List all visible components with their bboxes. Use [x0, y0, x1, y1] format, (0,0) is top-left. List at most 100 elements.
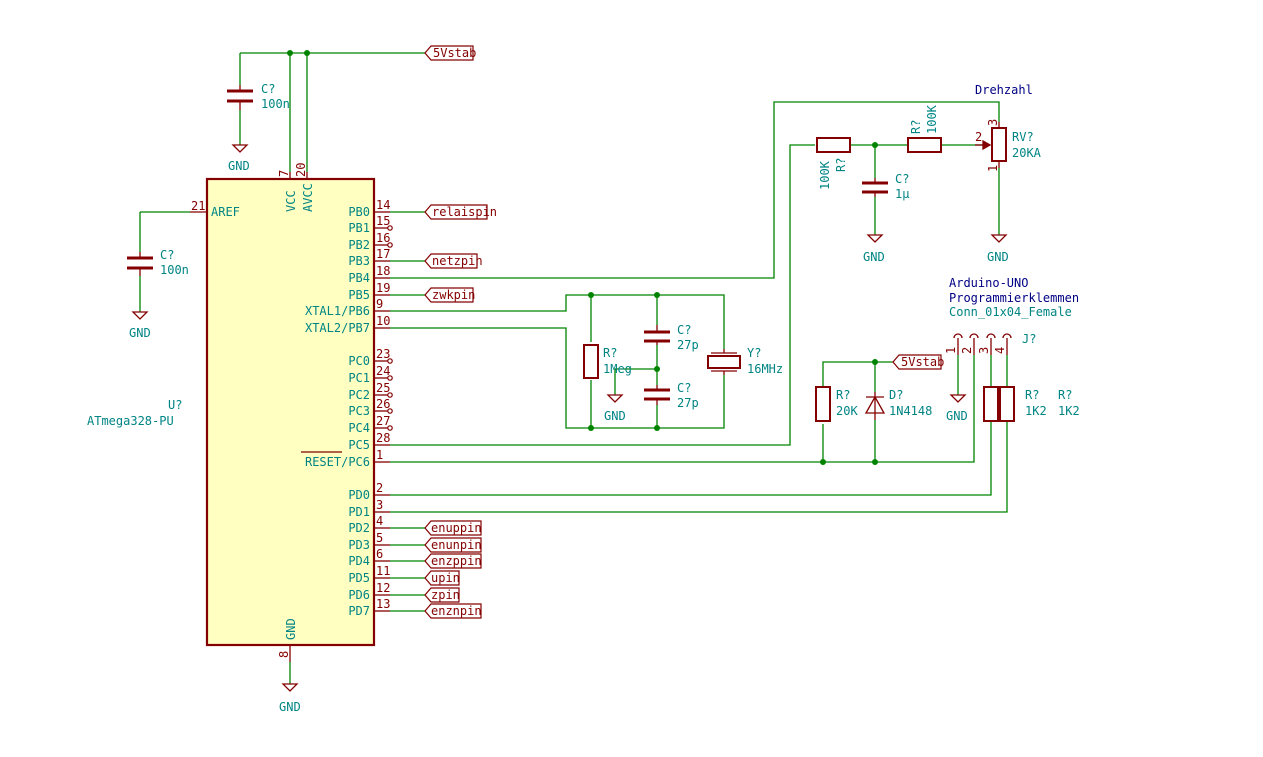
mcu-ref: U? [168, 398, 182, 412]
capacitor-aref: C? 100n [127, 248, 189, 312]
svg-text:enunpin: enunpin [431, 538, 482, 552]
svg-text:16MHz: 16MHz [747, 362, 783, 376]
resistor-pd0: R? 1K2 [983, 386, 1047, 422]
unconnected-pin-marker [387, 375, 393, 381]
svg-text:GND: GND [987, 250, 1009, 264]
capacitor-filter: C? 1µ [862, 172, 909, 201]
pin-name-pb1: PB1 [348, 221, 370, 235]
crystal-16mhz: Y? 16MHz [707, 346, 783, 376]
junction-dot [588, 292, 594, 298]
gnd-symbol: GND [863, 234, 885, 264]
mcu-atmega328: 7 20 VCC AVCC 21 AREF 8 GND 14PB015PB116… [87, 163, 393, 662]
svg-text:R?: R? [909, 120, 923, 134]
net-label-enuppin: enuppin [424, 520, 482, 536]
pin-name-pc1: PC1 [348, 371, 370, 385]
pin-name-pb4: PB4 [348, 271, 370, 285]
svg-text:netzpin: netzpin [432, 254, 483, 268]
pin-name-pd1: PD1 [348, 505, 370, 519]
junction-dot [304, 50, 310, 56]
svg-text:1: 1 [986, 165, 1000, 172]
junction-dot [588, 425, 594, 431]
pin-name-pd4: PD4 [348, 554, 370, 568]
pin-number-pb5: 19 [376, 281, 390, 295]
pin-name-aref: AREF [211, 205, 240, 219]
svg-text:20K: 20K [836, 404, 858, 418]
net-label-5vstab-top: 5Vstab [424, 45, 476, 61]
svg-text:C?: C? [677, 381, 691, 395]
svg-text:relaispin: relaispin [432, 205, 497, 219]
pin-number-pb4: 18 [376, 264, 390, 278]
svg-text:100n: 100n [160, 263, 189, 277]
unconnected-pin-marker [387, 358, 393, 364]
svg-text:100K: 100K [925, 104, 939, 134]
svg-text:C?: C? [895, 172, 909, 186]
note-drehzahl: Drehzahl [975, 83, 1033, 97]
pin-name-pd0: PD0 [348, 488, 370, 502]
pin-name-vcc: VCC [284, 190, 298, 212]
pin-number-pb1: 15 [376, 214, 390, 228]
svg-text:upin: upin [431, 571, 460, 585]
net-label-relaispin: relaispin [424, 204, 497, 220]
svg-text:1K2: 1K2 [1058, 404, 1080, 418]
svg-text:R?: R? [1025, 388, 1039, 402]
mcu-right-pins: 14PB015PB116PB217PB318PB419PB59XTAL1/PB6… [305, 198, 393, 618]
net-label-upin: upin [424, 570, 460, 586]
gnd-symbol: GND [129, 311, 151, 340]
net-label-5vstab-right: 5Vstab [892, 354, 944, 370]
pin-number-pd4: 6 [376, 547, 383, 561]
pin-number-pc1: 24 [376, 364, 390, 378]
pin-number-pc2: 25 [376, 381, 390, 395]
net-label-enunpin: enunpin [424, 537, 482, 553]
svg-text:2: 2 [960, 347, 974, 354]
pin-name-pd2: PD2 [348, 521, 370, 535]
pin-name-xtal1-pb6: XTAL1/PB6 [305, 304, 370, 318]
pin-name-avcc: AVCC [301, 183, 315, 212]
diode-1n4148: D? 1N4148 [864, 388, 932, 420]
svg-text:GND: GND [604, 409, 626, 423]
svg-text:C?: C? [261, 82, 275, 96]
gnd-symbol: GND [279, 683, 301, 714]
gnd-symbol: GND [228, 144, 250, 173]
pin-name-pc5: PC5 [348, 438, 370, 452]
pin-number-pc4: 27 [376, 414, 390, 428]
pin-number-aref: 21 [191, 199, 205, 213]
net-label-netzpin: netzpin [424, 253, 483, 269]
junction-dot [872, 142, 878, 148]
junctions [287, 50, 878, 465]
svg-text:100n: 100n [261, 97, 290, 111]
unconnected-pin-marker [387, 425, 393, 431]
gnd-symbol: GND [946, 394, 968, 423]
pin-number-pd7: 13 [376, 597, 390, 611]
svg-text:zwkpin: zwkpin [432, 288, 475, 302]
svg-text:1µ: 1µ [895, 187, 909, 201]
pin-name-pb5: PB5 [348, 288, 370, 302]
gnd-symbol: GND [987, 234, 1009, 264]
capacitor-xtal1: C? 27p [644, 323, 699, 352]
connector-j: 1 2 3 4 J? Conn_01x04_Female [944, 305, 1072, 355]
pin-number-reset-pc6: 1 [376, 448, 383, 462]
pin-name-pc2: PC2 [348, 388, 370, 402]
svg-text:enznpin: enznpin [431, 604, 482, 618]
gnd-symbol: GND [604, 369, 626, 423]
svg-text:1Meg: 1Meg [603, 362, 632, 376]
svg-text:20KA: 20KA [1012, 146, 1042, 160]
svg-text:1: 1 [944, 347, 958, 354]
svg-text:5Vstab: 5Vstab [433, 46, 476, 60]
pin-number-pb2: 16 [376, 231, 390, 245]
svg-text:3: 3 [977, 347, 991, 354]
svg-text:D?: D? [889, 388, 903, 402]
svg-text:Conn_01x04_Female: Conn_01x04_Female [949, 305, 1072, 319]
pin-number-pd6: 12 [376, 581, 390, 595]
svg-text:5Vstab: 5Vstab [901, 355, 944, 369]
resistor-reset: R? 20K [815, 386, 858, 422]
pin-name-pb3: PB3 [348, 254, 370, 268]
svg-text:J?: J? [1022, 332, 1036, 346]
mcu-value: ATmega328-PU [87, 414, 174, 428]
svg-text:GND: GND [228, 159, 250, 173]
net-label-zwkpin: zwkpin [424, 287, 475, 303]
pin-name-pd5: PD5 [348, 571, 370, 585]
capacitor-xtal2: C? 27p [644, 381, 699, 410]
potentiometer-rv: 2 3 1 RV? 20KA [975, 119, 1042, 172]
svg-text:C?: C? [160, 248, 174, 262]
pin-number-pd1: 3 [376, 498, 383, 512]
